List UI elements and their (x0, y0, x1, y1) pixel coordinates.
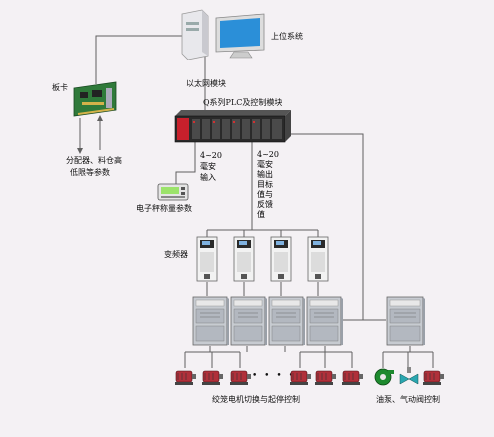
cabinet-icon (386, 296, 425, 346)
cabinet-icon (306, 296, 343, 346)
motor-icon (423, 370, 444, 385)
scale-display-icon (157, 183, 189, 201)
computer-icon (181, 9, 265, 60)
ma-output-label: 4~20 毫安 输出 目标 值与 反馈 值 (257, 150, 279, 219)
pump-valve-ctrl-label: 油泵、气动阀控制 (376, 395, 440, 404)
motor-icon (315, 370, 336, 385)
vfd-label: 变频器 (164, 250, 188, 259)
plc-icon (174, 110, 291, 143)
params-line-2: 低限等参数 (70, 168, 110, 177)
vfd-icon (196, 236, 218, 282)
plc-label: Q系列PLC及控制模块 (203, 98, 283, 107)
ethernet-module-label: 以太网模块 (186, 79, 226, 88)
vfd-icon (307, 236, 329, 282)
cabinet-icon (268, 296, 305, 346)
valve-icon (399, 367, 419, 385)
motor-icon (230, 370, 251, 385)
vfd-icon (233, 236, 255, 282)
motor-icon (175, 370, 196, 385)
scale-params-label: 电子秤称量参数 (136, 204, 192, 213)
motor-icon (290, 370, 311, 385)
motor-icon (342, 370, 363, 385)
params-line-1: 分配器、料仓高 (66, 156, 122, 165)
host-system-label: 上位系统 (271, 32, 303, 41)
board-card-label: 板卡 (52, 83, 68, 92)
dots: • • • • • (252, 371, 308, 381)
cage-motor-ctrl-label: 绞笼电机切换与起停控制 (212, 395, 300, 404)
motor-icon (202, 370, 223, 385)
vfd-icon (270, 236, 292, 282)
ma-input-label: 4~20 毫安 输入 (200, 151, 222, 182)
cabinet-icon (230, 296, 267, 346)
cabinet-icon (192, 296, 229, 346)
pump-icon (374, 368, 394, 386)
board-card-icon (73, 81, 117, 117)
